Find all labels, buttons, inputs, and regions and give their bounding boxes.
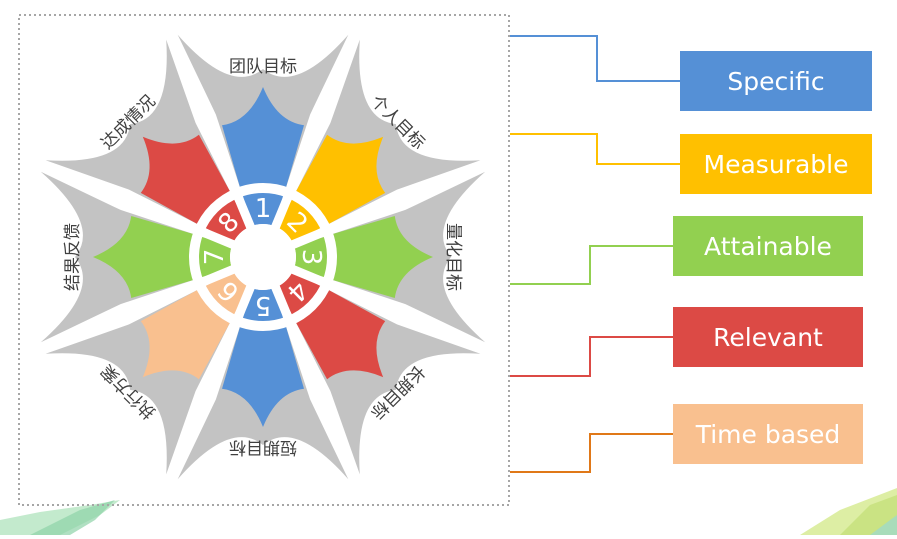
spoke-5: [175, 282, 256, 461]
segment-number-1: 1: [255, 194, 272, 224]
color-petal-3: [332, 216, 433, 298]
smart-box-label: Measurable: [703, 149, 849, 179]
corner-decoration-right-dark: [840, 495, 897, 535]
diagram-frame: [18, 14, 510, 506]
segment-number-3: 3: [296, 249, 326, 266]
spoke-6: [59, 264, 238, 345]
corner-decoration-left-dark: [30, 500, 115, 535]
number-wedge-8: [204, 198, 249, 243]
white-ring: [189, 183, 337, 331]
segment-label-3: 量化目标: [443, 223, 463, 291]
smart-box-time-based: Time based: [673, 404, 863, 464]
wheel-petals: [40, 34, 486, 480]
connector-2: [510, 133, 680, 165]
segment-number-7: 7: [200, 249, 230, 266]
spoke-8: [175, 53, 256, 232]
number-wedge-2: [277, 198, 322, 243]
color-petal-2: [295, 134, 386, 225]
spoke-2: [288, 169, 467, 250]
connector-4: [510, 336, 673, 377]
number-wedge-4: [277, 271, 322, 316]
number-wedge-1: [242, 192, 284, 226]
number-wedge-3: [294, 236, 328, 278]
smart-box-label: Relevant: [713, 322, 823, 352]
decorative-corners: [0, 488, 897, 535]
spoke-4: [270, 282, 351, 461]
number-wedge-6: [204, 271, 249, 316]
spoke-1: [270, 53, 351, 232]
spoke-7: [59, 169, 238, 250]
segment-label-7: 结果反馈: [63, 223, 83, 291]
segment-number-5: 5: [255, 290, 272, 320]
smart-box-label: Attainable: [704, 231, 832, 261]
segment-label-5: 短期目标: [229, 437, 297, 457]
color-petal-6: [140, 289, 231, 380]
color-petal-1: [222, 87, 304, 188]
corner-decoration-right-teal: [870, 515, 897, 535]
color-petal-7: [93, 216, 194, 298]
number-wedge-5: [242, 288, 284, 322]
color-petal-8: [140, 134, 231, 225]
connector-1: [510, 35, 680, 82]
number-wedge-7: [198, 236, 232, 278]
smart-box-relevant: Relevant: [673, 307, 863, 367]
connector-lines: [510, 35, 680, 473]
smart-box-label: Specific: [727, 66, 825, 96]
smart-box-measurable: Measurable: [680, 134, 872, 194]
spoke-3: [288, 264, 467, 345]
connector-5: [510, 433, 673, 473]
smart-box-attainable: Attainable: [673, 216, 863, 276]
segment-label-1: 团队目标: [229, 57, 297, 77]
connector-3: [510, 245, 673, 285]
wheel-ring: [59, 53, 467, 461]
center-hub: [230, 224, 296, 290]
smart-box-label: Time based: [695, 419, 841, 449]
color-petal-5: [222, 326, 304, 427]
color-petal-4: [295, 289, 386, 380]
smart-box-specific: Specific: [680, 51, 872, 111]
